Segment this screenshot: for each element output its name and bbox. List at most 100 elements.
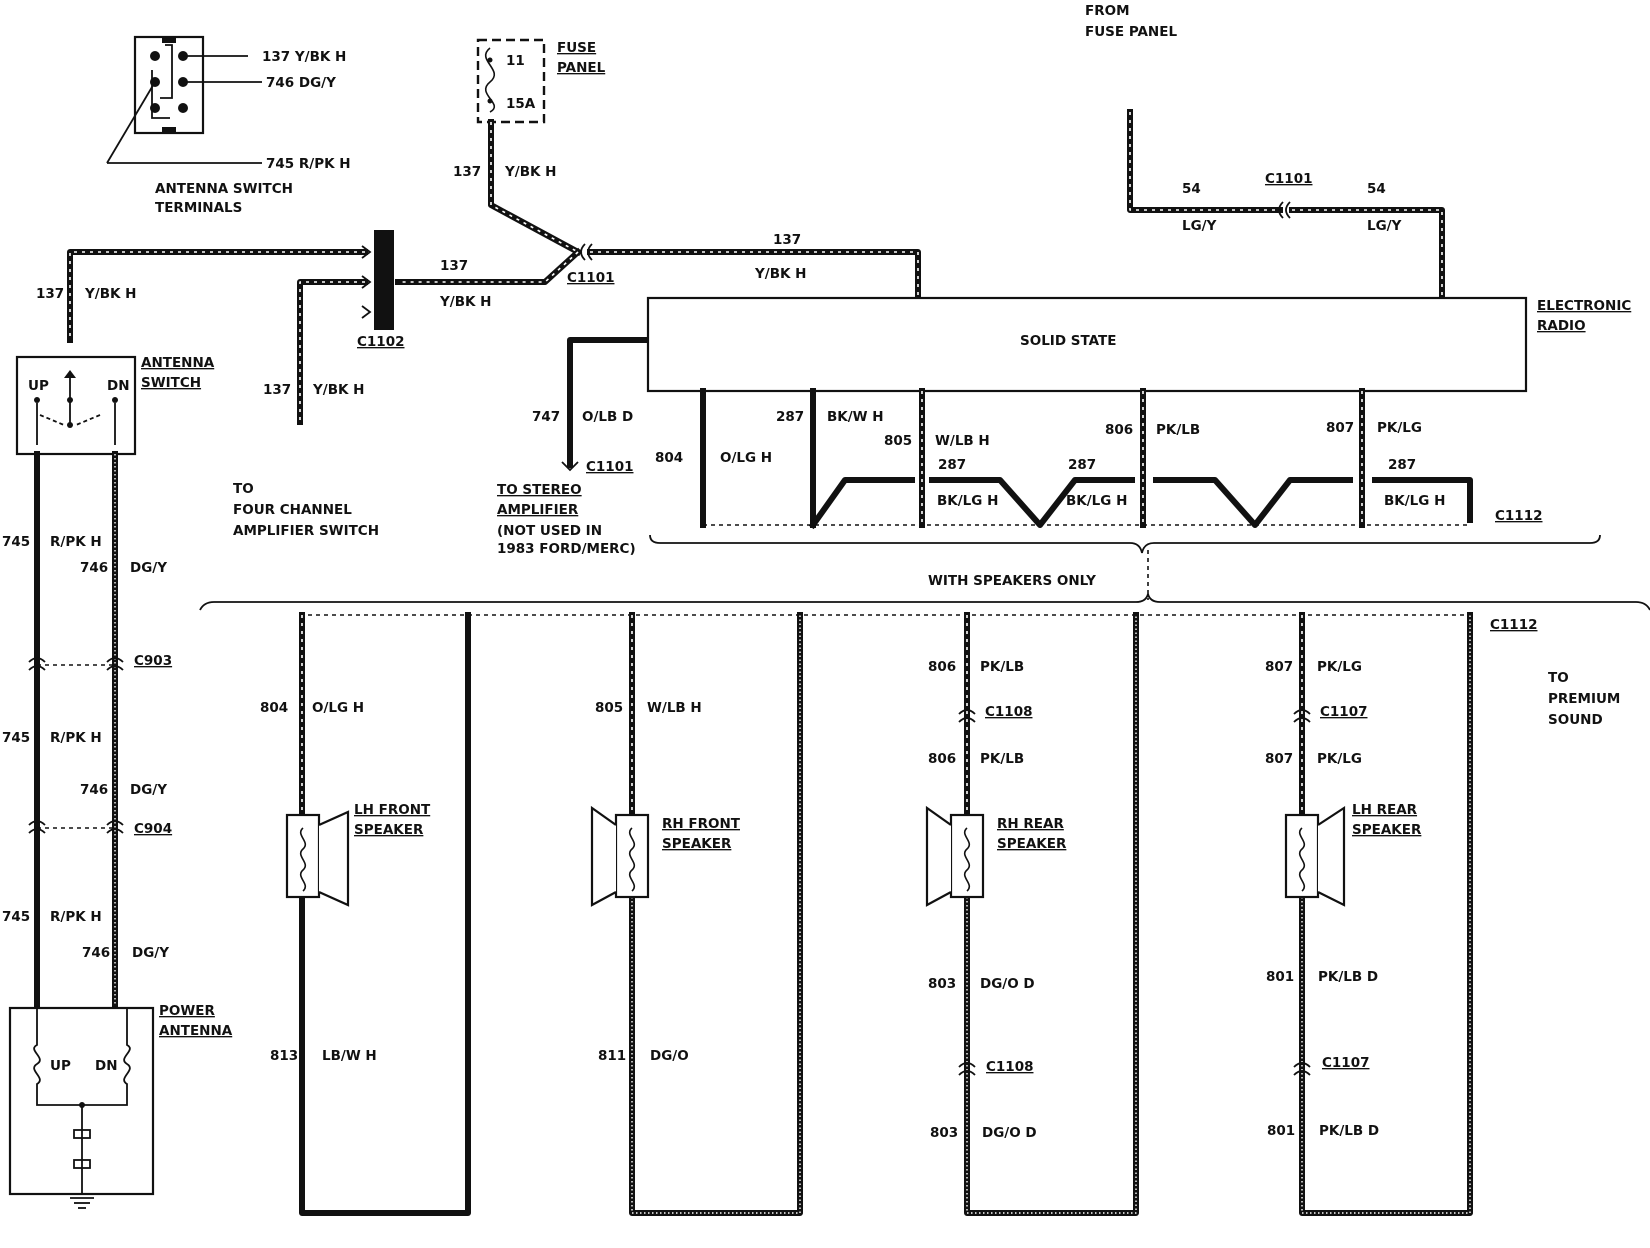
antenna-switch-label-2: SWITCH (141, 375, 201, 391)
color-745-a: R/PK H (50, 534, 102, 550)
c1102-connector: C1102 (357, 230, 404, 350)
terminal-137-label: 137 Y/BK H (262, 49, 346, 65)
circuit-287-a: 287 (776, 409, 804, 425)
circuit-806-top: 806 (1105, 422, 1133, 438)
power-antenna: UP DN POWER ANTENNA (8, 1003, 233, 1209)
power-antenna-label-1: POWER (159, 1003, 215, 1019)
electronic-radio-label-1: ELECTRONIC (1537, 298, 1631, 314)
lh-front-label-2: SPEAKER (354, 822, 424, 838)
color-801-b: PK/LB D (1319, 1123, 1379, 1139)
c1107-label-b: C1107 (1322, 1055, 1369, 1071)
lh-front-speaker-circuit (285, 612, 471, 1216)
circuit-807-a: 807 (1265, 659, 1293, 675)
to-four-channel-label-1: TO (233, 481, 254, 497)
c1112-label-bottom: C1112 (1490, 617, 1537, 633)
circuit-287-d: 287 (1388, 457, 1416, 473)
color-137-antenna: Y/BK H (84, 286, 136, 302)
power-antenna-dn: DN (95, 1058, 118, 1074)
solid-state-label: SOLID STATE (1020, 333, 1116, 349)
color-746-b: DG/Y (130, 782, 167, 798)
speakers-brace (199, 593, 1650, 611)
circuit-801-b: 801 (1267, 1123, 1295, 1139)
circuit-807-top: 807 (1326, 420, 1354, 436)
circuit-806-a: 806 (928, 659, 956, 675)
color-805-rhf: W/LB H (647, 700, 702, 716)
color-bklg-b: BK/LG H (937, 493, 998, 509)
to-stereo-label-4: 1983 FORD/MERC) (497, 541, 636, 557)
lh-rear-speaker-circuit (1284, 612, 1473, 1216)
color-137-mid: Y/BK H (439, 294, 491, 310)
electronic-radio-label-2: RADIO (1537, 318, 1586, 334)
with-speakers-only-label: WITH SPEAKERS ONLY (928, 573, 1096, 589)
color-746-a: DG/Y (130, 560, 167, 576)
fuse-rating: 15A (506, 96, 536, 112)
antenna-switch-up: UP (28, 378, 49, 394)
color-805-top: W/LB H (935, 433, 990, 449)
circuit-54-right: 54 (1367, 181, 1386, 197)
antenna-switch-terminals: 137 Y/BK H 746 DG/Y 745 R/PK H ANTENNA S… (106, 35, 351, 216)
antenna-switch-label-1: ANTENNA (141, 355, 215, 371)
color-bklg-c: BK/LG H (1066, 493, 1127, 509)
from-fuse-panel-label-1: FROM (1085, 3, 1130, 19)
antenna-switch-terminals-title-1: ANTENNA SWITCH (155, 181, 293, 197)
power-antenna-up: UP (50, 1058, 71, 1074)
circuit-137-antenna: 137 (36, 286, 64, 302)
lh-rear-label-2: SPEAKER (1352, 822, 1422, 838)
circuit-745-b: 745 (2, 730, 30, 746)
circuit-54-left: 54 (1182, 181, 1201, 197)
c1112-label-top: C1112 (1495, 508, 1542, 524)
c1101-label-stereo: C1101 (586, 459, 633, 475)
terminal-746-label: 746 DG/Y (266, 75, 336, 91)
circuit-746-c: 746 (82, 945, 110, 961)
color-806-a: PK/LB (980, 659, 1024, 675)
color-137-fuse: Y/BK H (504, 164, 556, 180)
circuit-746-b: 746 (80, 782, 108, 798)
rh-front-speaker-circuit (590, 612, 803, 1216)
color-745-c: R/PK H (50, 909, 102, 925)
electronic-radio: SOLID STATE ELECTRONIC RADIO (646, 296, 1631, 393)
c1108-label-a: C1108 (985, 704, 1032, 720)
rh-front-label-1: RH FRONT (662, 816, 741, 832)
color-bkw-h: BK/W H (827, 409, 884, 425)
radio-output-wires (649, 388, 1601, 554)
circuit-807-b: 807 (1265, 751, 1293, 767)
color-807-top: PK/LG (1377, 420, 1422, 436)
c1101-label-main: C1101 (567, 270, 614, 286)
color-803-b: DG/O D (982, 1125, 1037, 1141)
terminal-745-label: 745 R/PK H (266, 156, 351, 172)
circuit-137-radio: 137 (773, 232, 801, 248)
c903-label: C903 (134, 653, 172, 669)
circuit-813: 813 (270, 1048, 298, 1064)
to-four-channel-label-3: AMPLIFIER SWITCH (233, 523, 379, 539)
fuse-panel: 11 15A FUSE PANEL (476, 38, 606, 124)
color-811: DG/O (650, 1048, 689, 1064)
circuit-811: 811 (598, 1048, 626, 1064)
circuit-287-b: 287 (938, 457, 966, 473)
color-804-top: O/LG H (720, 450, 772, 466)
color-801-a: PK/LB D (1318, 969, 1378, 985)
rh-rear-label-2: SPEAKER (997, 836, 1067, 852)
to-premium-label-3: SOUND (1548, 712, 1603, 728)
color-813: LB/W H (322, 1048, 377, 1064)
antenna-wires (28, 451, 124, 1008)
color-745-b: R/PK H (50, 730, 102, 746)
circuit-137-fuse: 137 (453, 164, 481, 180)
circuit-137-four: 137 (263, 382, 291, 398)
to-stereo-label-1: TO STEREO (497, 482, 582, 498)
c904-label: C904 (134, 821, 172, 837)
fuse-panel-label-1: FUSE (557, 40, 596, 56)
color-807-a: PK/LG (1317, 659, 1362, 675)
circuit-745-a: 745 (2, 534, 30, 550)
circuit-803-a: 803 (928, 976, 956, 992)
color-54-right: LG/Y (1367, 218, 1402, 234)
circuit-804-lhf: 804 (260, 700, 288, 716)
c1101-label-54: C1101 (1265, 171, 1312, 187)
lh-rear-label-1: LH REAR (1352, 802, 1418, 818)
antenna-switch: UP DN ANTENNA SWITCH (15, 355, 215, 456)
circuit-747: 747 (532, 409, 560, 425)
circuit-806-b: 806 (928, 751, 956, 767)
to-premium-label-2: PREMIUM (1548, 691, 1620, 707)
color-746-c: DG/Y (132, 945, 169, 961)
antenna-switch-dn: DN (107, 378, 130, 394)
to-stereo-label-3: (NOT USED IN (497, 523, 602, 539)
